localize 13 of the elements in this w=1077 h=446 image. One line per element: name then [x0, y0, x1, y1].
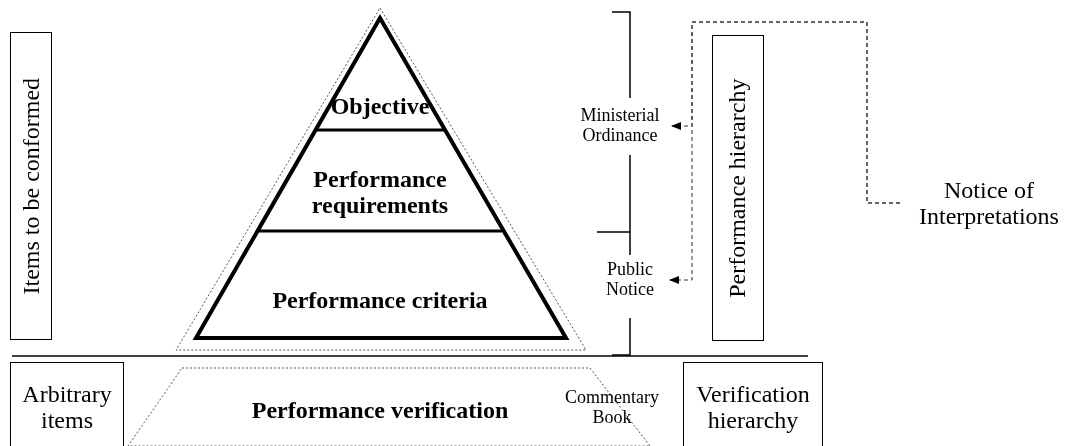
label-box: Verification hierarchy	[683, 362, 823, 446]
pyramid-tier-label: Performance criteria	[240, 280, 520, 320]
pyramid-tier-label: Performance requirements	[280, 160, 480, 224]
dashed-arrow	[669, 21, 901, 284]
pyramid-tier-label: Objective	[310, 88, 450, 124]
level-label: Public Notice	[588, 250, 672, 310]
verification-label: Performance verification	[220, 388, 540, 432]
label-box: Arbitrary items	[10, 362, 124, 446]
commentary-label: Commentary Book	[556, 384, 668, 432]
notice-label: Notice of Interpretations	[904, 172, 1074, 234]
vertical-label-box: Performance hierarchy	[712, 35, 764, 341]
level-label: Ministerial Ordinance	[566, 98, 674, 154]
vertical-label-box: Items to be conformed	[10, 32, 52, 340]
